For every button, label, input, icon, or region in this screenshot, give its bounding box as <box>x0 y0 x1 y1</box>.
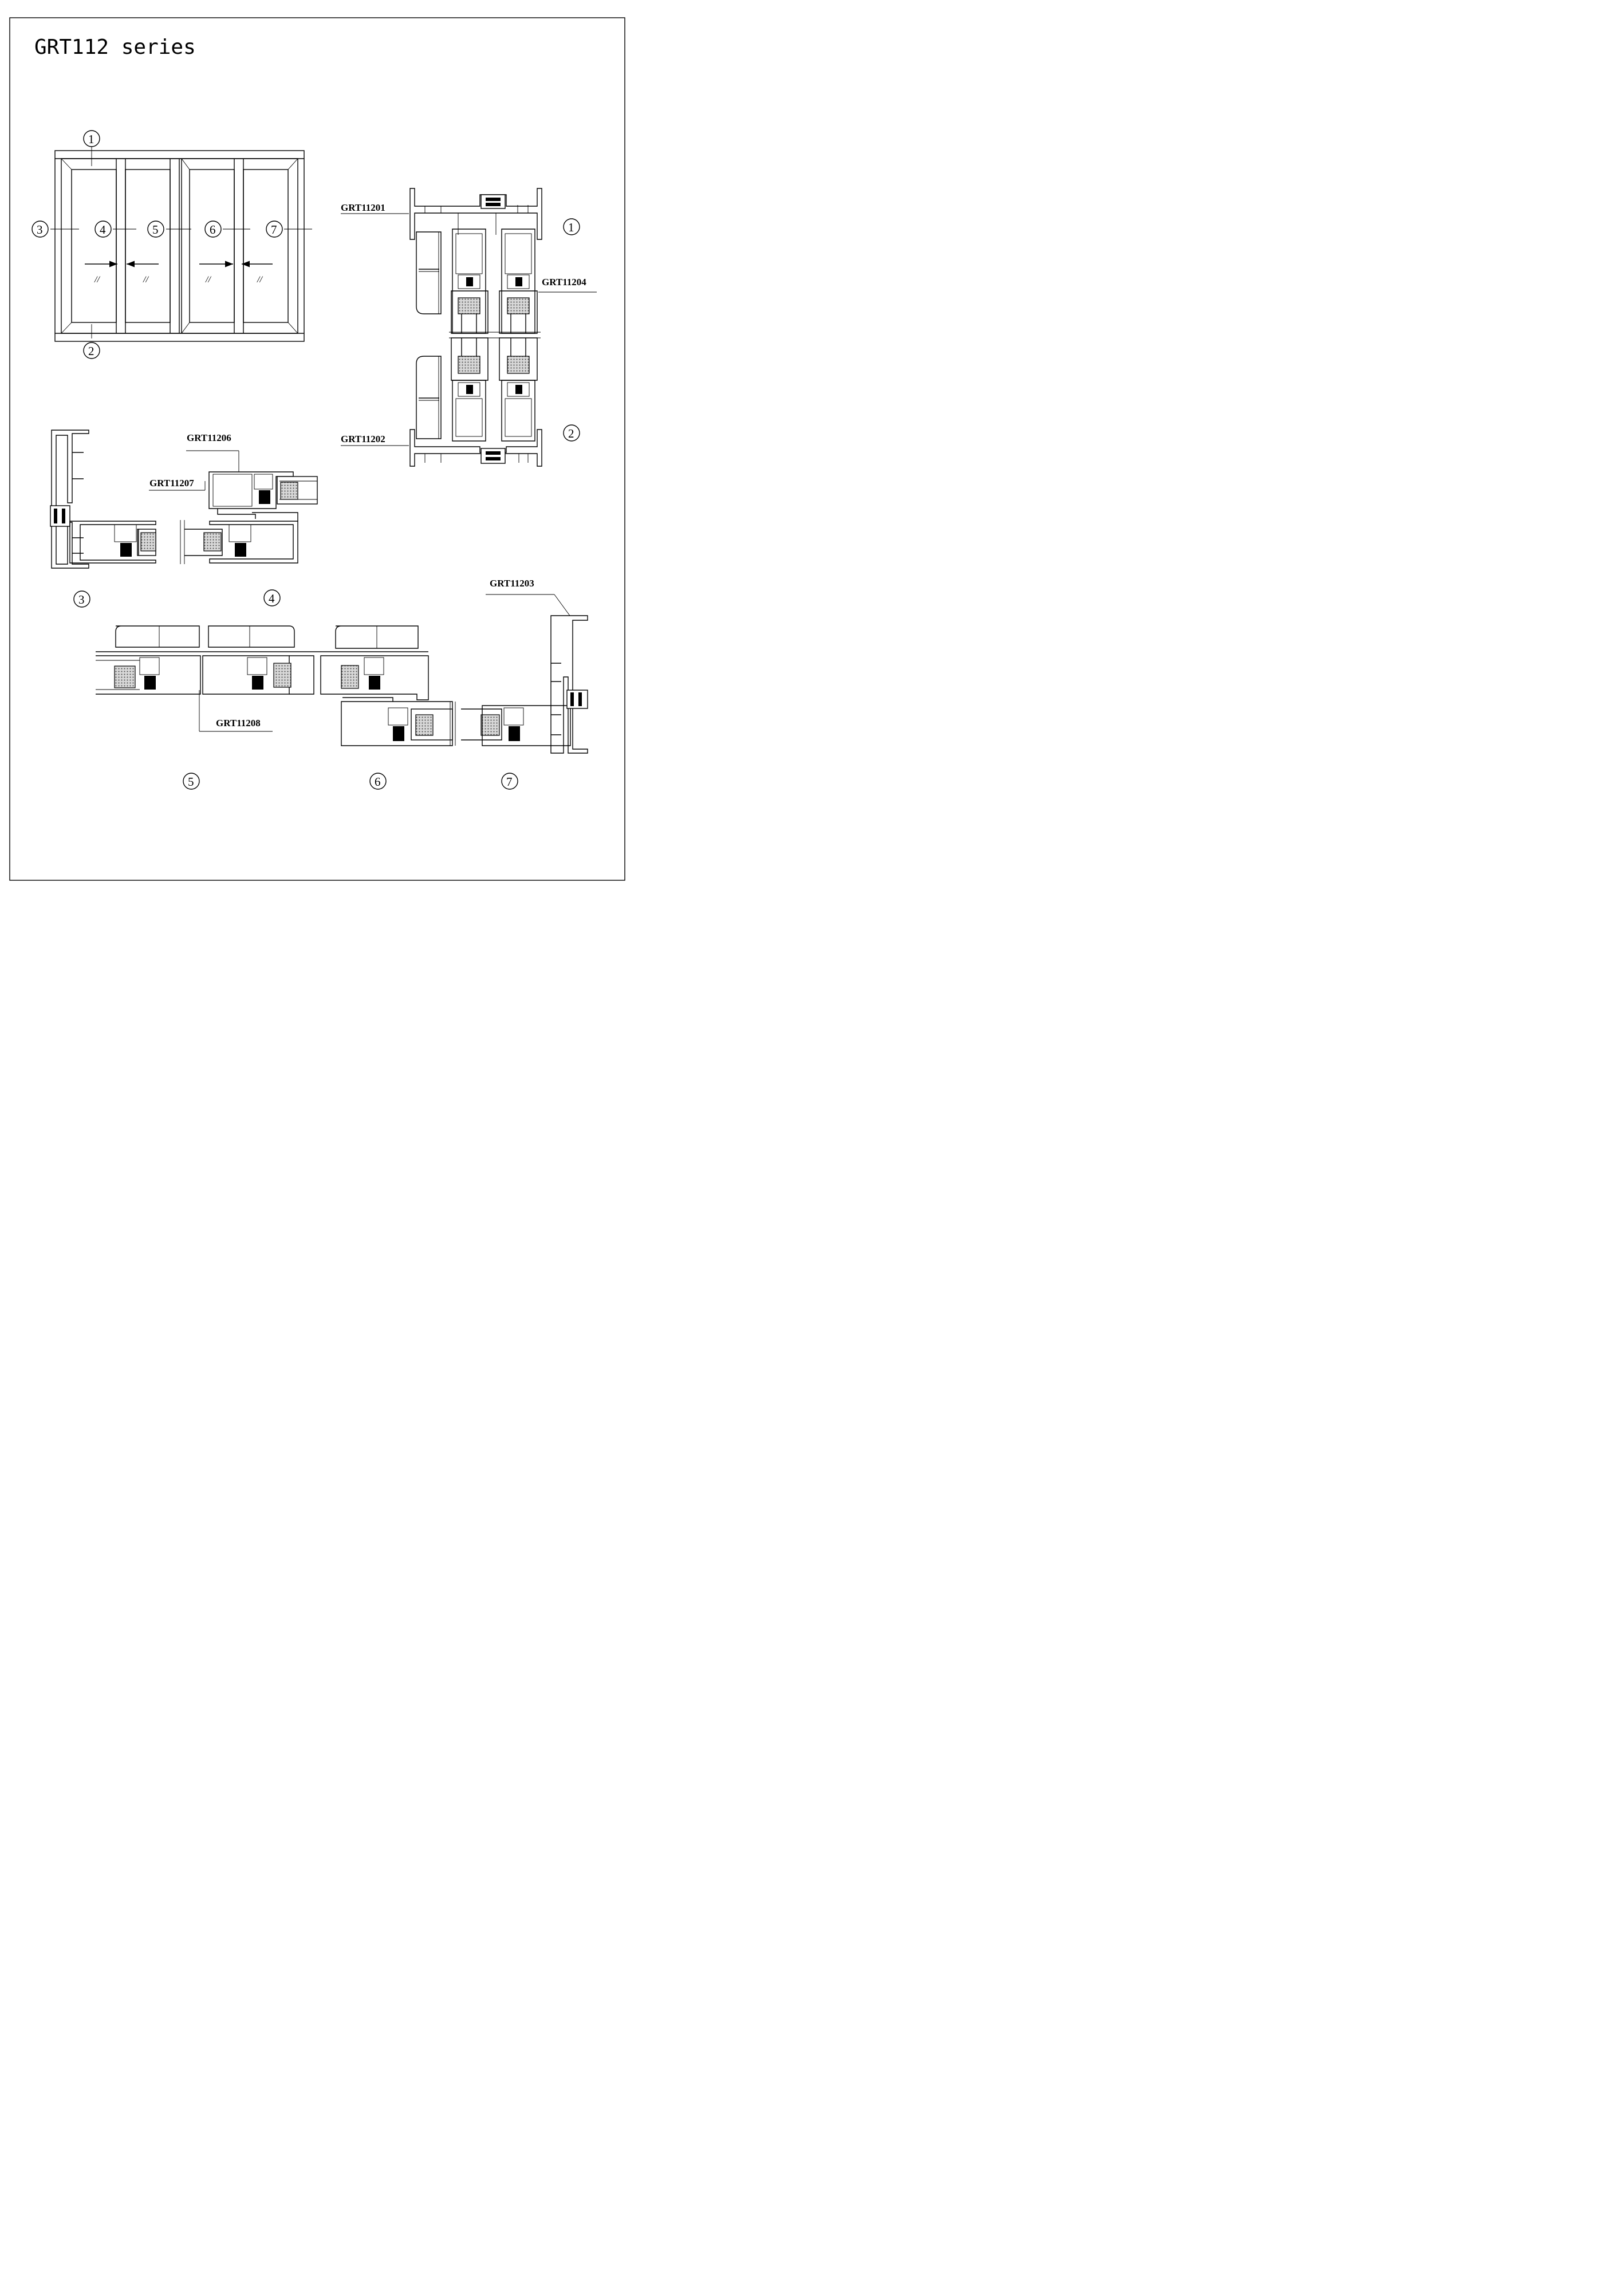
svg-text:2: 2 <box>568 427 574 440</box>
section-label-2: 2 <box>563 424 580 442</box>
section-label-4: 4 <box>263 589 281 607</box>
svg-text:1: 1 <box>88 132 94 146</box>
profile-code-grt11201: GRT11201 <box>341 202 385 213</box>
profile-code-grt11204: GRT11204 <box>542 277 586 288</box>
section-label-3: 3 <box>73 590 90 608</box>
svg-text:4: 4 <box>269 592 275 605</box>
section-label-7: 7 <box>501 773 518 790</box>
profile-code-grt11206: GRT11206 <box>187 432 231 443</box>
section-mark-1: 1 <box>83 130 100 147</box>
drawing-title: GRT112 series <box>34 36 196 59</box>
svg-text:1: 1 <box>568 220 574 234</box>
profile-code-grt11208: GRT11208 <box>216 718 261 728</box>
section-label-1: 1 <box>563 218 580 235</box>
glass-symbol: // <box>143 275 149 285</box>
svg-text:7: 7 <box>271 223 277 237</box>
profile-code-grt11203: GRT11203 <box>490 578 534 589</box>
svg-text:7: 7 <box>506 775 513 789</box>
section-mark-4: 4 <box>94 220 112 238</box>
svg-text:6: 6 <box>210 223 216 237</box>
horizontal-section-5-6-7 <box>96 615 588 754</box>
profile-code-grt11207: GRT11207 <box>149 478 194 489</box>
section-mark-5: 5 <box>147 220 164 238</box>
svg-text:5: 5 <box>188 775 194 789</box>
section-mark-2: 2 <box>83 342 100 359</box>
vertical-section-top-track <box>409 188 542 334</box>
sheet-border <box>9 17 625 881</box>
glass-symbol: // <box>94 275 100 285</box>
svg-text:5: 5 <box>152 223 159 237</box>
vertical-section-bottom-track <box>409 337 542 467</box>
horizontal-section-3-4 <box>50 430 318 569</box>
section-label-5: 5 <box>183 773 200 790</box>
window-elevation: // // // // <box>50 147 312 342</box>
section-mark-3: 3 <box>31 220 49 238</box>
glass-symbol: // <box>205 275 211 285</box>
svg-text:3: 3 <box>37 223 43 237</box>
profile-code-grt11202: GRT11202 <box>341 434 385 444</box>
svg-text:6: 6 <box>375 775 381 789</box>
drawing-sheet: GRT112 series // // // // <box>9 17 625 881</box>
section-mark-7: 7 <box>266 220 283 238</box>
svg-text:3: 3 <box>78 593 85 607</box>
section-mark-6: 6 <box>204 220 222 238</box>
svg-text:2: 2 <box>88 344 94 358</box>
svg-text:4: 4 <box>100 223 106 237</box>
glass-symbol: // <box>257 275 263 285</box>
section-label-6: 6 <box>369 773 387 790</box>
